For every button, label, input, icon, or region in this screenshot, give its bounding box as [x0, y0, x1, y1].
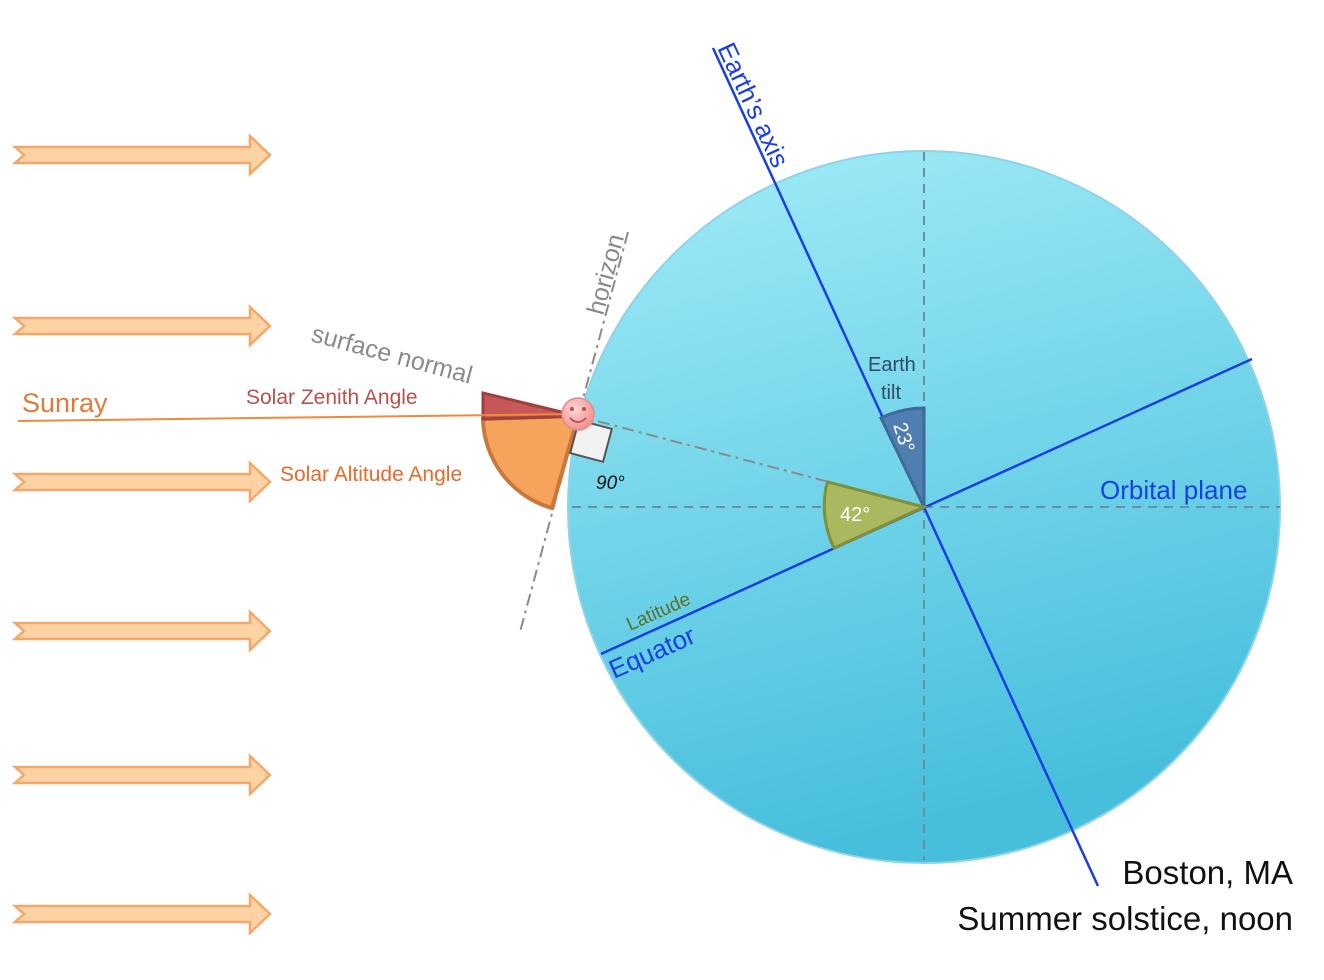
earth-tilt-wedge — [878, 406, 926, 508]
sun-arrows — [11, 133, 272, 936]
right-arrow-icon — [11, 892, 272, 936]
right-arrow-icon — [11, 133, 272, 177]
smiley-face-icon — [561, 397, 595, 431]
sunray-line — [17, 413, 579, 422]
horizon-label: horizon — [582, 231, 630, 317]
solar-altitude-angle-label: Solar Altitude Angle — [280, 463, 462, 486]
surface-normal-label: surface normal — [308, 320, 475, 390]
right-angle-marker — [568, 418, 614, 464]
earth-tilt-label-line1: Earth — [868, 354, 916, 376]
location-caption: Boston, MA — [1122, 854, 1293, 891]
earth-tilt-label-line2: tilt — [881, 382, 901, 404]
solar-altitude-wedge — [480, 413, 581, 511]
orbital-plane-label: Orbital plane — [1100, 475, 1247, 505]
sunray-label: Sunray — [22, 388, 108, 418]
right-arrow-icon — [11, 304, 272, 348]
solar-zenith-wedge — [481, 391, 579, 421]
latitude-angle-wedge — [822, 480, 929, 550]
season-time-caption: Summer solstice, noon — [957, 900, 1293, 937]
latitude-value-label: 42° — [840, 504, 870, 526]
solar-zenith-angle-label: Solar Zenith Angle — [246, 386, 418, 409]
earths-axis-label: Earth’s axis — [712, 38, 796, 172]
right-angle-label: 90° — [596, 473, 625, 494]
right-arrow-icon — [11, 609, 272, 653]
right-arrow-icon — [11, 460, 272, 504]
right-arrow-icon — [11, 753, 272, 797]
